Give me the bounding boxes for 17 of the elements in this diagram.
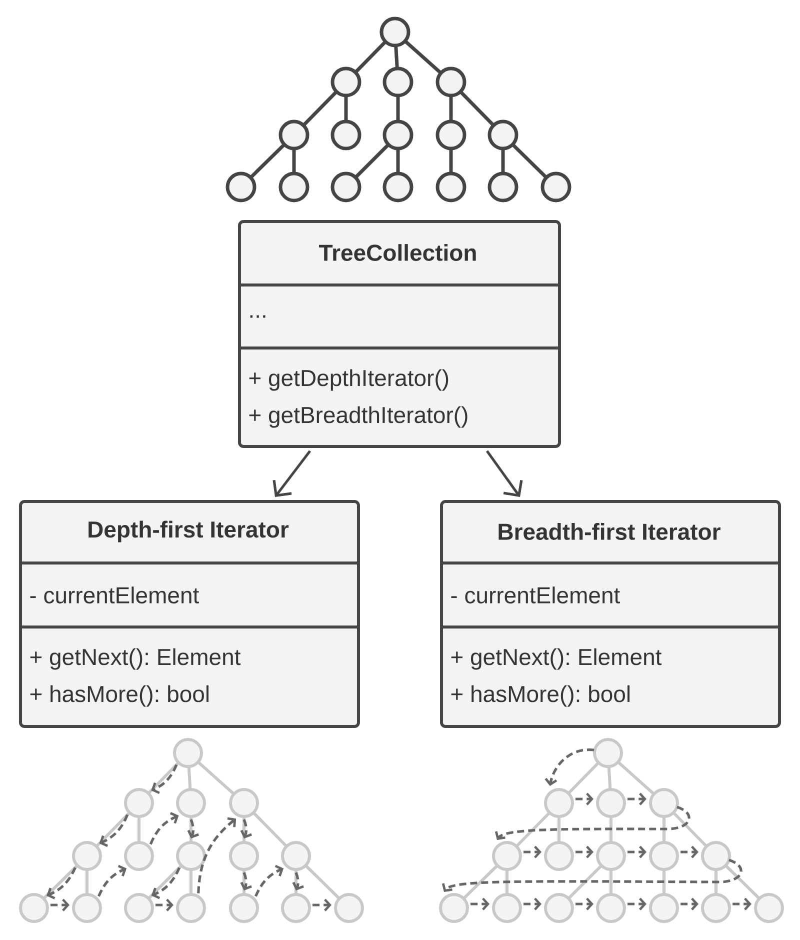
attribute-text: - currentElement	[451, 586, 620, 604]
arrow	[486, 450, 523, 497]
method-text: + getDepthIterator()	[249, 369, 448, 391]
arrow	[272, 450, 312, 497]
method-text: + getNext(): Element	[30, 648, 241, 670]
class-box	[19, 500, 360, 728]
class-name: TreeCollection	[319, 244, 476, 261]
class-box	[440, 500, 781, 728]
attribute-text: ...	[250, 315, 266, 318]
class-name: Breadth-first Iterator	[498, 523, 720, 540]
method-text: + getBreadthIterator()	[249, 406, 468, 428]
method-text: + hasMore(): bool	[30, 685, 209, 707]
attribute-text: - currentElement	[30, 586, 199, 604]
method-text: + hasMore(): bool	[451, 685, 630, 707]
method-text: + getNext(): Element	[451, 648, 662, 670]
class-name: Depth-first Iterator	[88, 520, 289, 542]
class-box	[238, 220, 561, 448]
